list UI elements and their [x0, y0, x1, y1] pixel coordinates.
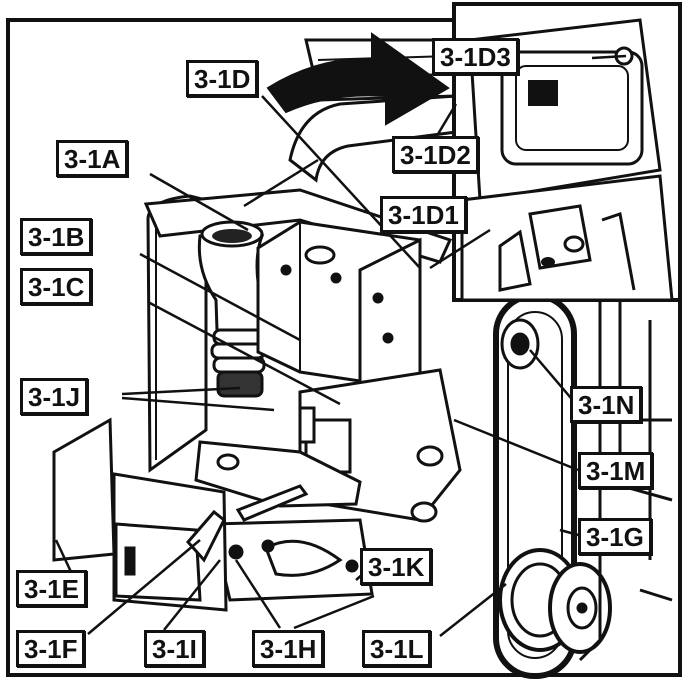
callout-3-1d1: 3-1D1 [380, 196, 467, 233]
callout-3-1g: 3-1G [578, 518, 652, 555]
leader-lines [54, 54, 627, 637]
callout-3-1d2: 3-1D2 [392, 136, 479, 173]
callout-3-1d: 3-1D [186, 60, 259, 97]
callout-3-1n: 3-1N [570, 386, 643, 423]
callout-3-1e: 3-1E [16, 570, 87, 607]
callout-3-1c: 3-1C [20, 268, 93, 305]
callout-3-1m: 3-1M [578, 452, 654, 489]
belt-drive [493, 293, 612, 679]
callout-3-1f: 3-1F [16, 630, 86, 667]
callout-3-1j: 3-1J [20, 378, 89, 415]
callout-3-1b: 3-1B [20, 218, 93, 255]
callout-3-1h: 3-1H [252, 630, 325, 667]
callout-3-1k: 3-1K [360, 548, 433, 585]
callout-3-1l: 3-1L [362, 630, 432, 667]
callout-3-1a: 3-1A [56, 140, 129, 177]
direction-arrow [266, 32, 450, 126]
guard-panels [52, 417, 228, 612]
callout-3-1d3: 3-1D3 [432, 38, 519, 75]
callout-3-1i: 3-1I [144, 630, 205, 667]
